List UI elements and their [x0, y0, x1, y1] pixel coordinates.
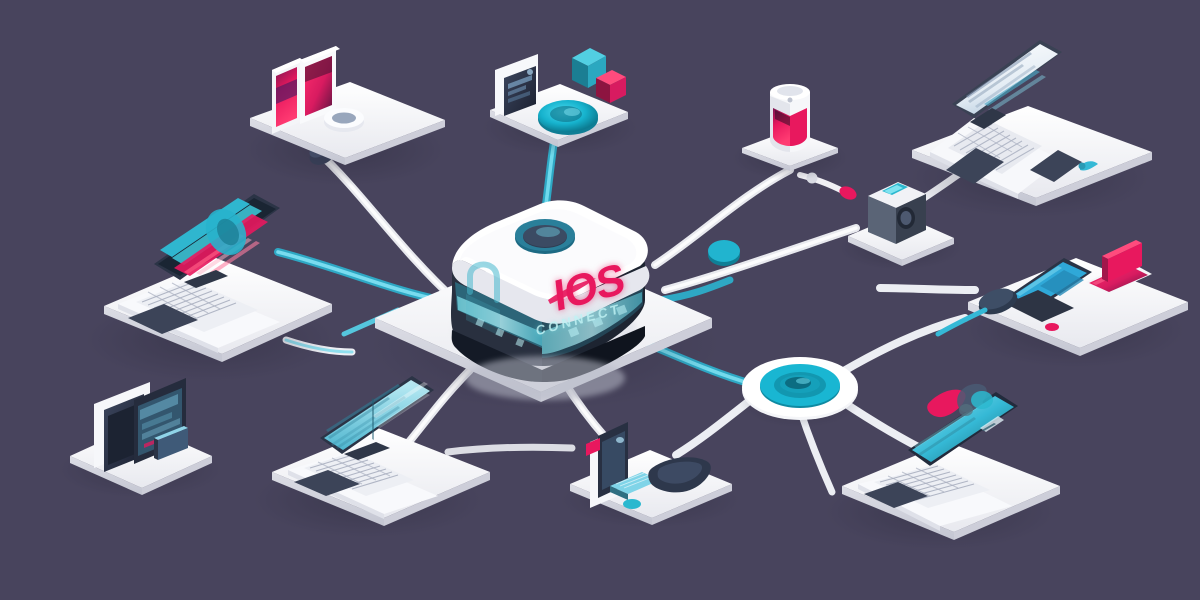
- device-phone-right: [300, 46, 340, 124]
- cable-secondaryhub-desk: [838, 314, 969, 376]
- device-mixed-pink-tag: [586, 438, 600, 456]
- device-wireless-pad: [538, 100, 598, 135]
- device-phone-thin: [154, 426, 188, 460]
- device-laptop-docs-base: [930, 108, 1082, 199]
- device-laptop-code-screen: [320, 376, 434, 454]
- floating-icon-blobs: [927, 383, 993, 418]
- node-tablet-pad[interactable]: [482, 54, 638, 156]
- central-iot-hub[interactable]: [451, 200, 650, 382]
- device-desk-mouse: [978, 288, 1018, 315]
- node-hub-secondary[interactable]: [738, 357, 862, 428]
- float-cube-teal-icon: [572, 48, 606, 88]
- hub-swoosh: [548, 278, 596, 304]
- indicator-red-dot: [1045, 323, 1059, 331]
- cable-mixed-tablets: [444, 443, 576, 456]
- device-tablet-card: [504, 66, 536, 116]
- device-smart-speaker: [770, 84, 810, 152]
- device-mixed-keyboard: [610, 472, 660, 500]
- icon-teal-accent: [1078, 161, 1098, 171]
- node-mixed-devices[interactable]: [560, 422, 740, 528]
- device-laptop-media-base: [118, 270, 280, 353]
- device-camera-cube: [868, 182, 926, 244]
- device-laptop-teal-screen: [908, 392, 1018, 466]
- node-speaker[interactable]: [732, 84, 848, 180]
- device-phone-left: [272, 58, 304, 134]
- floating-icon-cubes: [572, 48, 626, 103]
- float-blob-pink-icon: [927, 389, 966, 418]
- device-laptop-teal-base: [858, 464, 1012, 531]
- node-laptop-teal[interactable]: [825, 392, 1060, 550]
- node-laptop-code[interactable]: [253, 376, 490, 538]
- node-camera[interactable]: [838, 182, 962, 270]
- device-laptop-media-screen: [154, 194, 280, 280]
- hub-lock-icon: [466, 261, 500, 336]
- device-desk-pink-banner: [1102, 240, 1142, 282]
- node-laptop-docs[interactable]: [910, 40, 1152, 218]
- device-desk-keyboard: [1006, 290, 1074, 322]
- device-mixed-phone: [598, 422, 628, 498]
- cable-desk-left: [876, 284, 979, 294]
- device-laptop-code-base: [288, 442, 438, 519]
- node-phones[interactable]: [245, 46, 445, 186]
- device-earbud-case: [324, 108, 364, 132]
- cable-secondaryhub-left: [672, 398, 752, 459]
- float-cube-pink-icon: [596, 70, 626, 103]
- indicator-teal-dot: [623, 499, 641, 509]
- device-mixed-blob: [648, 457, 711, 493]
- cable-connector-pink: [839, 186, 857, 200]
- node-tablets-stack[interactable]: [58, 378, 222, 498]
- node-laptop-media[interactable]: [85, 194, 335, 382]
- node-desk-setup[interactable]: [935, 240, 1188, 368]
- device-laptop-docs-screen: [952, 40, 1062, 118]
